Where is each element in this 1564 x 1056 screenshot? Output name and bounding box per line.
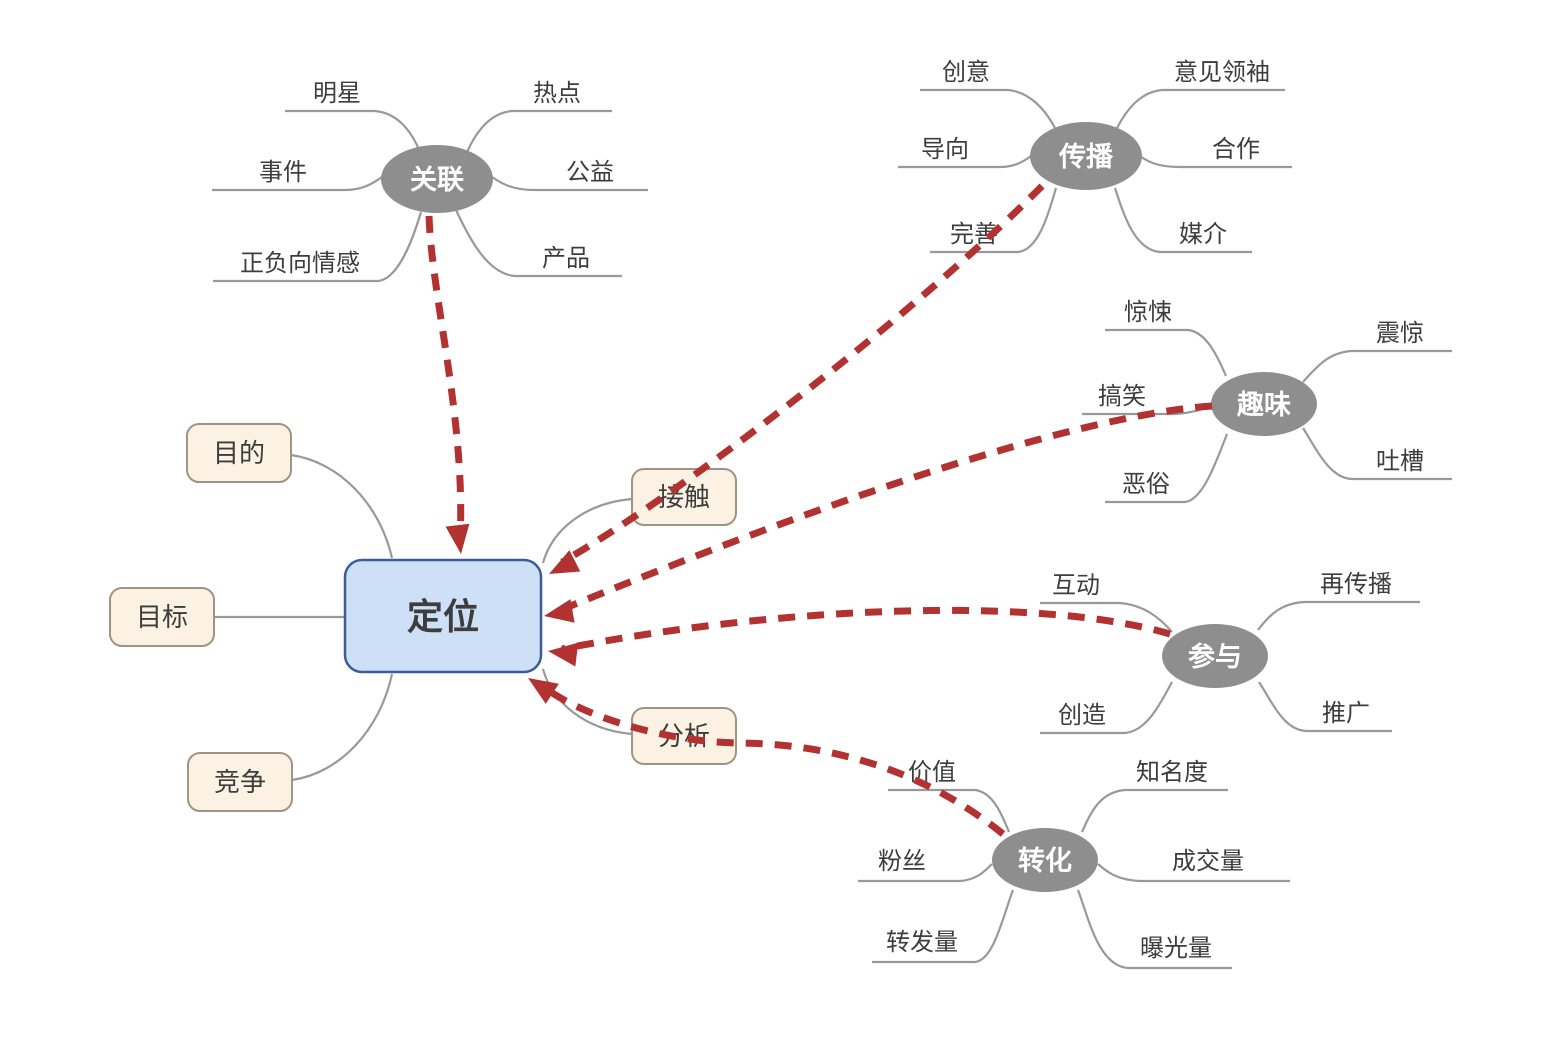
child-node-guidance[interactable]: 导向 — [921, 136, 969, 163]
child-node-media[interactable]: 媒介 — [1179, 221, 1227, 248]
child-node-vulgar[interactable]: 恶俗 — [1122, 471, 1170, 498]
branch-node-association[interactable] — [381, 145, 493, 213]
branch-conversion: 价值 粉丝 转发量 知名度 成交量 曝光量 转化 — [858, 759, 1290, 970]
child-node-exposure[interactable]: 曝光量 — [1140, 935, 1212, 962]
link-vulgar — [1105, 433, 1229, 504]
arrowhead-participation — [548, 642, 579, 667]
child-node-shocking[interactable]: 震惊 — [1376, 320, 1424, 347]
link-product — [455, 209, 622, 278]
link-exposure — [1076, 889, 1232, 970]
child-node-thriller[interactable]: 惊悚 — [1124, 299, 1172, 326]
branch-label-conversion: 转化 — [1018, 846, 1072, 876]
link-re-spread — [1257, 600, 1420, 631]
branch-node-conversion[interactable] — [992, 828, 1098, 892]
arrowhead-fun — [544, 599, 575, 623]
link-media — [1113, 187, 1252, 254]
leaf-box-analysis — [631, 707, 737, 765]
link-hotspot — [465, 109, 612, 153]
link-interaction — [1040, 601, 1173, 633]
link-transactions — [1097, 863, 1290, 883]
link-promotion — [1258, 681, 1392, 733]
child-node-awareness[interactable]: 知名度 — [1136, 759, 1208, 786]
branch-label-participation: 参与 — [1188, 641, 1242, 672]
link-pos-neg-emotion — [213, 211, 423, 283]
leaf-box-goal — [109, 587, 215, 647]
leaf-label-contact: 接触 — [658, 482, 710, 512]
link-charity — [491, 176, 648, 192]
arrowhead-spread — [549, 550, 581, 574]
arrow-conversion-to-center — [542, 685, 1006, 837]
leaf-label-goal: 目标 — [136, 602, 188, 632]
child-node-pos-neg-emotion[interactable]: 正负向情感 — [240, 250, 360, 277]
child-node-re-spread[interactable]: 再传播 — [1320, 571, 1392, 598]
link-analysis-center — [541, 668, 633, 736]
child-node-creativity[interactable]: 创意 — [942, 59, 990, 86]
branch-fun: 惊悚 搞笑 恶俗 震惊 吐槽 趣味 — [1082, 299, 1452, 504]
leaf-label-purpose: 目的 — [213, 438, 265, 468]
arrow-participation-to-center — [561, 606, 1171, 653]
center-node-positioning[interactable]: 定位 — [343, 558, 543, 674]
arrow-spread-to-center — [560, 183, 1045, 566]
branch-node-fun[interactable] — [1211, 372, 1317, 436]
child-node-creation[interactable]: 创造 — [1058, 702, 1106, 729]
center-label: 定位 — [407, 596, 479, 637]
leaf-links — [214, 453, 633, 782]
branch-node-spread[interactable] — [1030, 122, 1142, 190]
branch-spread: 创意 导向 完善 意见领袖 合作 媒介 传播 — [898, 59, 1292, 254]
leaf-box-contact — [631, 468, 737, 526]
link-competition-center — [291, 673, 394, 782]
link-awareness — [1080, 788, 1228, 833]
child-node-event[interactable]: 事件 — [259, 159, 307, 186]
child-node-cooperation[interactable]: 合作 — [1212, 136, 1260, 163]
link-roast — [1302, 427, 1452, 481]
child-node-fans[interactable]: 粉丝 — [878, 848, 926, 875]
leaf-nodes: 目的 目标 竞争 接触 分析 — [109, 423, 737, 812]
child-node-promotion[interactable]: 推广 — [1322, 700, 1370, 727]
child-node-hotspot[interactable]: 热点 — [533, 80, 581, 107]
link-guidance — [898, 155, 1032, 169]
child-node-funny[interactable]: 搞笑 — [1098, 383, 1146, 410]
link-opinion-leader — [1115, 88, 1285, 131]
arrowhead-conversion — [528, 678, 559, 704]
link-fans — [858, 863, 993, 883]
branch-label-association: 关联 — [410, 165, 464, 195]
leaf-label-competition: 竞争 — [214, 767, 266, 797]
leaf-node-competition[interactable]: 竞争 — [187, 752, 293, 812]
leaf-node-contact[interactable]: 接触 — [631, 468, 737, 526]
link-value — [888, 788, 1011, 833]
leaf-node-goal[interactable]: 目标 — [109, 587, 215, 647]
leaf-box-purpose — [186, 423, 292, 483]
child-node-product[interactable]: 产品 — [542, 245, 590, 272]
link-thriller — [1105, 328, 1228, 377]
link-contact-center — [541, 497, 633, 564]
leaf-node-analysis[interactable]: 分析 — [631, 707, 737, 765]
link-purpose-center — [290, 453, 394, 559]
arrows — [425, 183, 1213, 837]
branch-label-fun: 趣味 — [1236, 390, 1291, 420]
link-refinement — [930, 187, 1058, 254]
child-node-roast[interactable]: 吐槽 — [1376, 448, 1424, 475]
leaf-node-purpose[interactable]: 目的 — [186, 423, 292, 483]
child-node-charity[interactable]: 公益 — [566, 159, 614, 186]
branch-participation: 互动 创造 再传播 推广 参与 — [1040, 571, 1420, 735]
link-event — [212, 176, 383, 192]
leaf-box-competition — [187, 752, 293, 812]
link-creation — [1040, 681, 1173, 735]
child-node-transactions[interactable]: 成交量 — [1172, 848, 1244, 875]
arrowhead-association — [445, 523, 470, 554]
branch-label-spread: 传播 — [1058, 142, 1114, 172]
link-forwards — [872, 889, 1015, 964]
link-cooperation — [1139, 155, 1292, 169]
center-box — [343, 558, 543, 674]
branch-node-participation[interactable] — [1162, 624, 1268, 688]
child-node-forwards[interactable]: 转发量 — [886, 929, 958, 956]
link-creativity — [920, 88, 1057, 131]
link-star — [285, 109, 422, 153]
branch-association: 明星 事件 正负向情感 热点 公益 产品 关联 — [212, 80, 648, 283]
child-node-opinion-leader[interactable]: 意见领袖 — [1174, 59, 1270, 86]
child-node-interaction[interactable]: 互动 — [1052, 572, 1100, 599]
child-node-star[interactable]: 明星 — [313, 80, 361, 107]
arrow-association-to-center — [425, 215, 465, 541]
link-shocking — [1302, 349, 1452, 383]
